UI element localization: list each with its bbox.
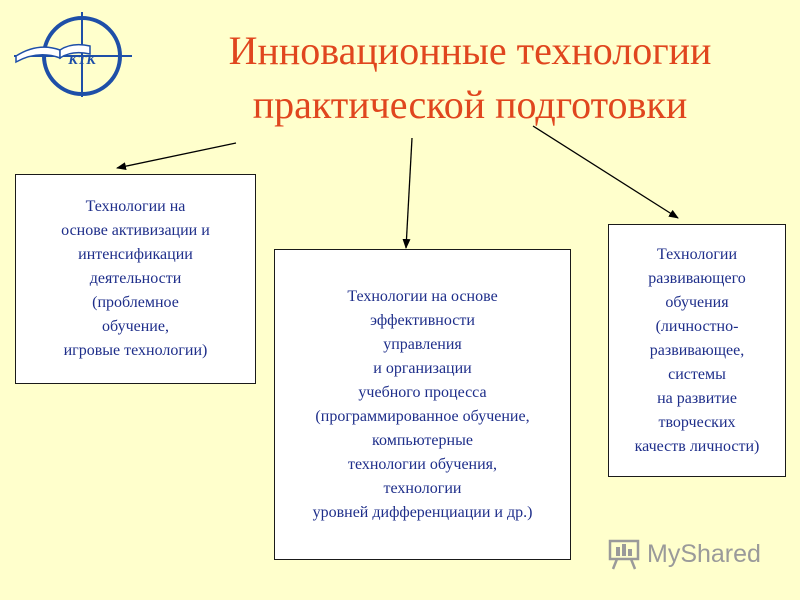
title-line-1: Инновационные технологии	[228, 28, 712, 73]
box-center-line: эффективности	[370, 311, 475, 329]
box-right-line: на развитие	[657, 389, 737, 407]
logo-text: КТК	[67, 53, 97, 68]
box-right-line: обучения	[665, 293, 729, 311]
box-right-line: творческих	[658, 413, 736, 431]
box-right-line: качеств личности)	[634, 437, 760, 455]
box-right-line: развивающего	[648, 269, 746, 287]
box-center-line: учебного процесса	[358, 383, 487, 401]
page-title: Инновационные технологии практической по…	[150, 24, 790, 132]
box-left-line: игровые технологии)	[63, 342, 208, 359]
box-center-line: технологии обучения,	[347, 455, 498, 473]
box-right-line: (личностно-	[655, 317, 739, 335]
box-center-line: Технологии на основе	[347, 287, 498, 305]
logo-icon: КТК	[14, 12, 132, 97]
box-developmental-technologies: Технологии развивающего обучения (личностно…	[608, 224, 786, 477]
box-right-line: развивающее,	[649, 341, 745, 359]
box-left-line: (проблемное	[92, 294, 179, 311]
watermark-text: MyShared	[647, 539, 761, 568]
box-left-line: обучение,	[102, 318, 169, 335]
presentation-board-icon	[608, 539, 640, 570]
box-left-line: деятельности	[89, 270, 182, 287]
box-center-line: управления	[383, 335, 462, 353]
box-center-line: и организации	[373, 359, 472, 377]
box-center-line: (программированное обучение,	[315, 407, 530, 425]
arrow-to-right-box	[532, 125, 679, 219]
box-left-line: интенсификации	[78, 246, 193, 263]
box-activation-technologies: Технологии на основе активизации и интенси…	[15, 174, 256, 384]
box-right-line: системы	[668, 365, 726, 383]
arrow-to-left-box	[116, 142, 237, 171]
watermark: MyShared	[607, 536, 761, 572]
box-left-line: основе активизации и	[61, 222, 210, 239]
title-line-2: практической подготовки	[252, 82, 688, 127]
box-center-line: уровней дифференциации и др.)	[312, 503, 533, 521]
box-center-line: технологии	[383, 479, 462, 497]
box-left-line: Технологии на	[85, 198, 186, 215]
arrow-to-center-box	[402, 137, 413, 249]
box-management-technologies: Технологии на основе эффективности управле…	[274, 249, 571, 560]
box-right-line: Технологии	[656, 245, 738, 263]
box-center-line: компьютерные	[372, 431, 473, 449]
